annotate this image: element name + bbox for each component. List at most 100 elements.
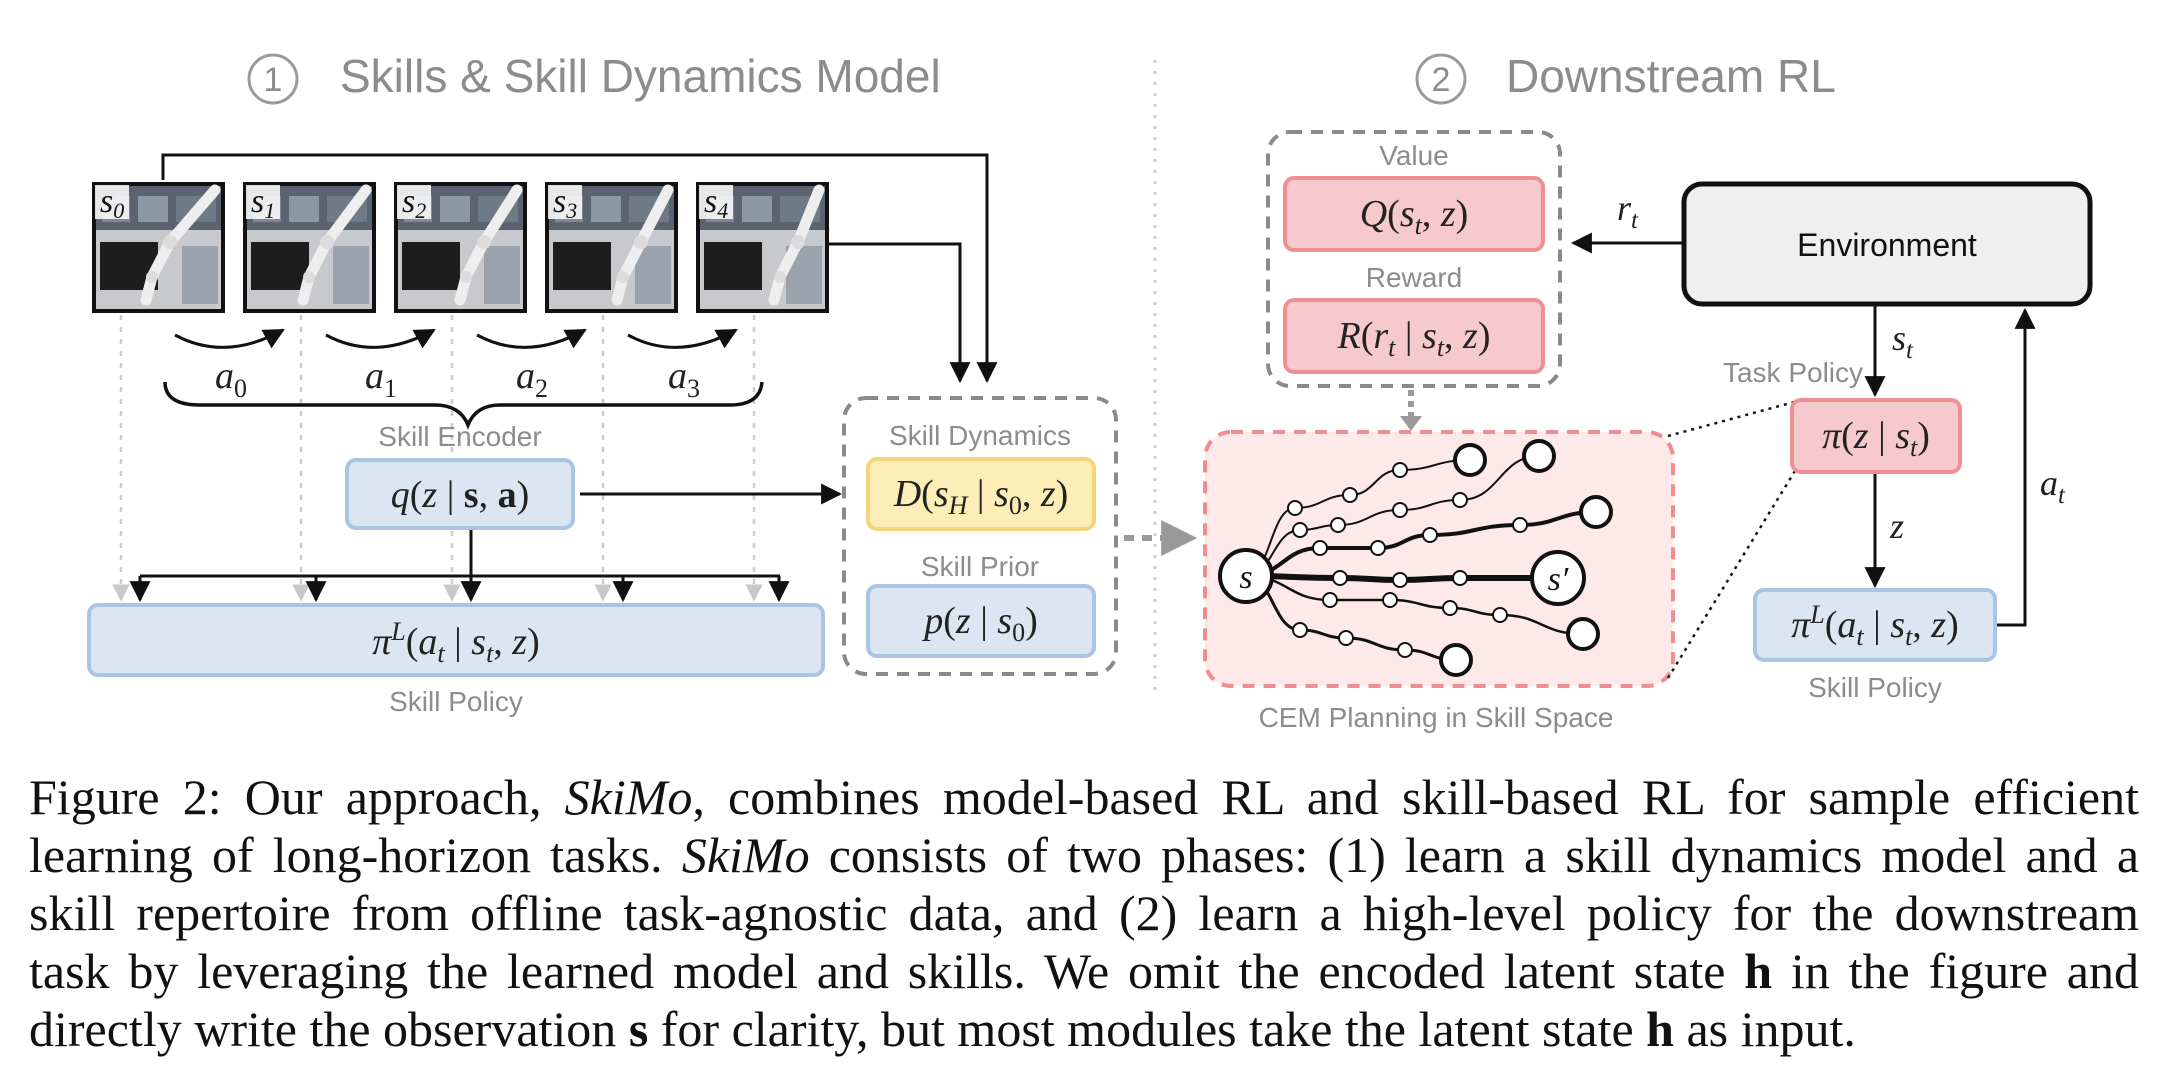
dynamics-prior-group: [842, 396, 1118, 676]
cem-goal-label: s′: [1548, 561, 1569, 598]
cem-waypoint: [1342, 487, 1358, 503]
skill-policy-left-formula: πL(at | st, z): [372, 617, 540, 668]
skill-prior-caption: Skill Prior: [921, 551, 1039, 582]
reward-formula: R(rt | st, z): [1337, 315, 1491, 362]
zoom-line-bottom: [1666, 465, 1800, 679]
s0-to-dynamics-arrow: [161, 153, 998, 384]
skill-policy-right-formula: πL(at | st, z): [1791, 600, 1959, 651]
skill-signal-label: z: [1889, 506, 1904, 546]
state-frames: s0 s1 s2 s3 s4: [92, 182, 829, 313]
cem-waypoint: [1292, 522, 1308, 538]
action-arrows: [174, 328, 738, 349]
state-frame-2: s2: [394, 182, 527, 313]
state-frame-4: s4: [696, 182, 829, 313]
skill-dynamics-formula: D(sH | s0, z): [893, 473, 1069, 520]
state-frame-1: s1: [243, 182, 376, 313]
state-label-0: s0: [100, 183, 124, 223]
s4-to-dynamics-arrow: [825, 242, 971, 384]
cem-endpoint: [1522, 439, 1556, 473]
cem-endpoint: [1453, 443, 1487, 477]
cem-waypoint: [1312, 540, 1328, 556]
cem-waypoint: [1452, 492, 1468, 508]
state-label-4: s4: [704, 183, 728, 223]
skill-policy-right-caption: Skill Policy: [1808, 672, 1942, 703]
section-1-header: 1 Skills & Skill Dynamics Model: [247, 50, 941, 105]
reward-caption: Reward: [1366, 262, 1462, 293]
value-formula: Q(st, z): [1360, 193, 1469, 240]
cem-trajectory-graph: s′s: [1218, 439, 1613, 677]
caption-line: task by leveraging the learned model and…: [29, 943, 2139, 999]
value-box: [1283, 176, 1545, 252]
action-signal-arrow: [1997, 307, 2036, 627]
cem-waypoint: [1287, 500, 1303, 516]
section-2-number-circle: [1415, 53, 1467, 105]
caption-line: directly write the observation s for cla…: [29, 1001, 1856, 1057]
cem-endpoint: [1566, 617, 1600, 651]
state-frame-0: s0: [92, 182, 225, 313]
skill-policy-right-box: [1753, 588, 1997, 662]
cem-waypoint: [1338, 630, 1354, 646]
task-policy-caption: Task Policy: [1723, 357, 1863, 388]
cem-start-node: [1218, 548, 1274, 604]
section-2-header: 2 Downstream RL: [1415, 50, 1836, 105]
trajectory-brace: [163, 381, 764, 430]
skill-dynamics-caption: Skill Dynamics: [889, 420, 1071, 451]
task-policy-formula: π(z | st): [1822, 415, 1930, 462]
skill-dynamics-box: [866, 457, 1096, 531]
method-diagram: 1 Skills & Skill Dynamics Model 2 Downst…: [87, 50, 2093, 733]
cem-waypoint: [1397, 642, 1413, 658]
cem-waypoint: [1492, 607, 1508, 623]
cem-waypoint: [1392, 462, 1408, 478]
action-label-2: a2: [516, 355, 548, 403]
skill-policy-left-caption: Skill Policy: [389, 686, 523, 717]
reward-signal-label: rt: [1617, 188, 1639, 234]
action-label-3: a3: [668, 355, 700, 403]
state-signal-label: st: [1892, 318, 1914, 364]
environment-box: [1681, 181, 2093, 307]
cem-waypoint: [1442, 600, 1458, 616]
caption-line: learning of long-horizon tasks. SkiMo co…: [29, 827, 2140, 883]
cem-waypoint: [1382, 592, 1398, 608]
task-policy-box: [1790, 398, 1962, 474]
cem-waypoint: [1392, 502, 1408, 518]
action-signal-label: at: [2040, 463, 2066, 509]
cem-waypoint: [1332, 570, 1348, 586]
cem-waypoint: [1452, 570, 1468, 586]
skill-prior-formula: p(z | s0): [921, 600, 1038, 647]
cem-waypoint: [1292, 622, 1308, 638]
cem-trajectory: [1245, 455, 1540, 577]
section-2-number: 2: [1432, 61, 1451, 99]
cem-waypoint: [1322, 592, 1338, 608]
cem-waypoint: [1370, 540, 1386, 556]
environment-label: Environment: [1797, 227, 1977, 263]
caption-line: Figure 2: Our approach, SkiMo, combines …: [29, 769, 2140, 825]
cem-trajectory: [1245, 510, 1597, 578]
value-reward-group: [1266, 130, 1562, 388]
cem-waypoint: [1512, 517, 1528, 533]
cem-caption: CEM Planning in Skill Space: [1259, 702, 1614, 733]
skill-prior-box: [866, 584, 1096, 658]
skill-encoder-formula: q(z | s, a): [391, 474, 530, 516]
skill-encoder-box: [345, 458, 575, 530]
skill-encoder-caption: Skill Encoder: [378, 421, 541, 452]
action-label-1: a1: [365, 355, 397, 403]
section-1-number: 1: [264, 61, 283, 99]
caption-line: skill repertoire from offline task-agnos…: [29, 885, 2139, 941]
cem-planning-box: [1203, 430, 1675, 688]
figure-caption: Figure 2: Our approach, SkiMo, combines …: [29, 768, 2139, 1058]
state-label-2: s2: [402, 183, 426, 223]
skill-policy-left-box: [87, 603, 825, 677]
section-1-number-circle: [247, 53, 299, 105]
zoom-line-top: [1667, 399, 1799, 438]
state-frame-3: s3: [545, 182, 678, 313]
cem-waypoint: [1392, 572, 1408, 588]
encoder-to-policy-arrows: [129, 530, 790, 603]
section-2-title: Downstream RL: [1506, 50, 1836, 102]
state-label-3: s3: [553, 183, 577, 223]
cem-trajectory: [1245, 574, 1584, 636]
section-1-title: Skills & Skill Dynamics Model: [340, 50, 941, 102]
reward-box: [1283, 298, 1545, 374]
cem-waypoint: [1422, 527, 1438, 543]
cem-endpoint: [1439, 643, 1473, 677]
